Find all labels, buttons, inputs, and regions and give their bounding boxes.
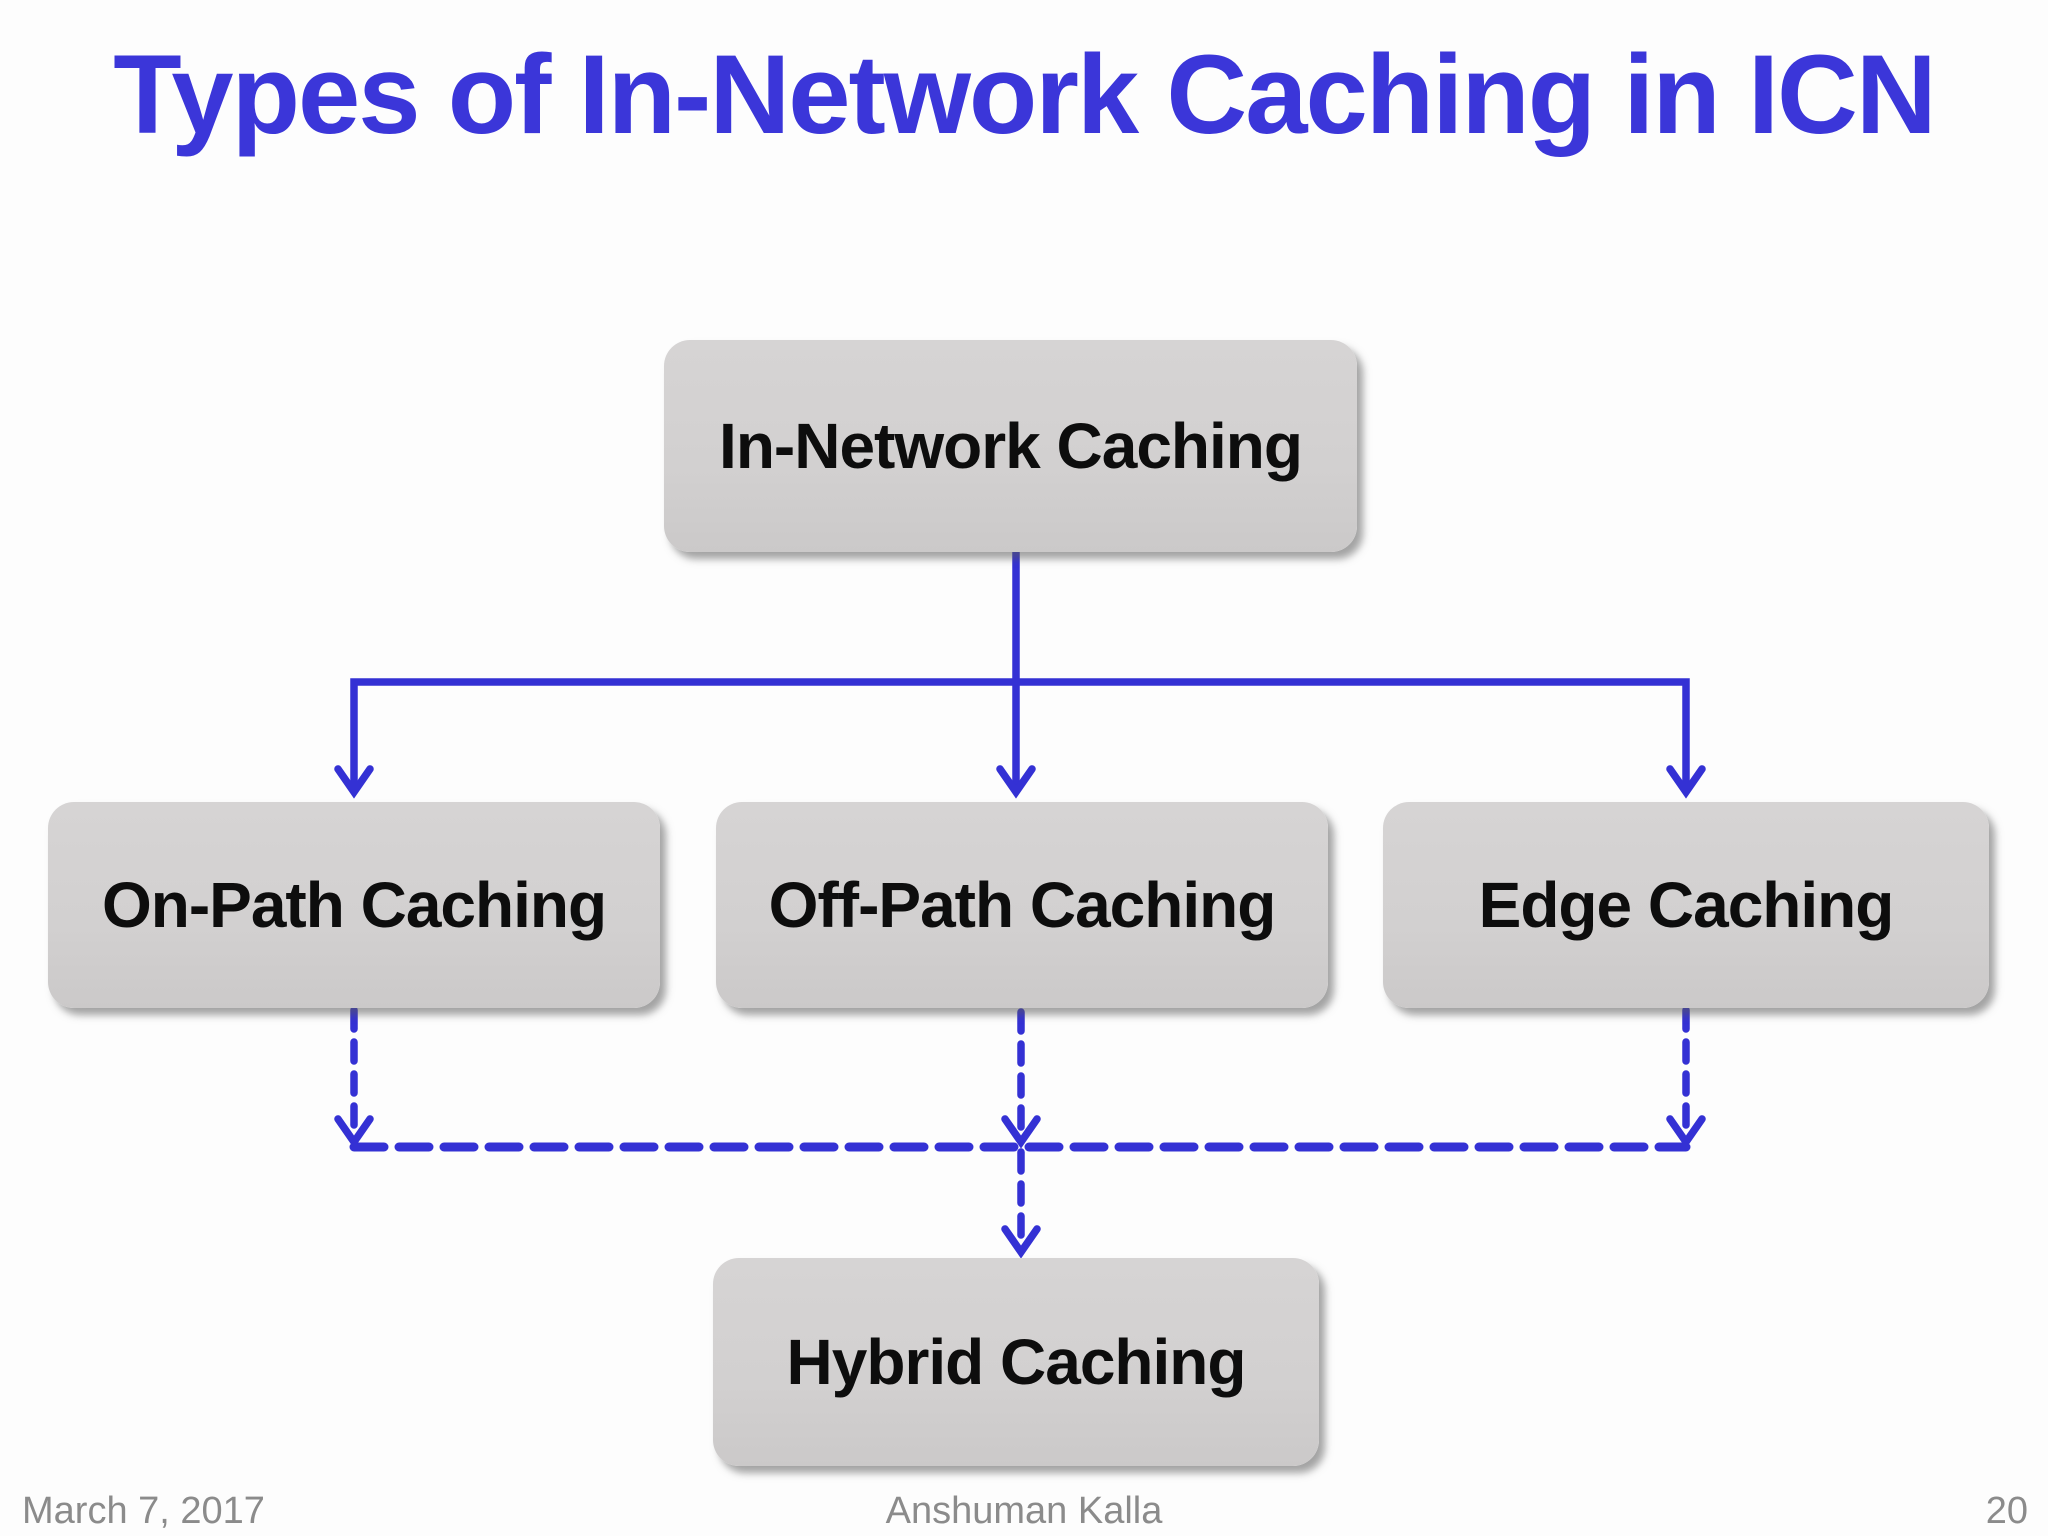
node-off-path-caching-label: Off-Path Caching (768, 869, 1277, 941)
arrowhead-edge (1666, 765, 1706, 799)
arrow-branch-bracket (350, 678, 1690, 790)
node-in-network-caching: In-Network Caching (664, 340, 1357, 552)
dashed-arrowhead-offpath (1001, 1115, 1041, 1149)
arrowhead-onpath (334, 765, 374, 799)
node-on-path-caching: On-Path Caching (48, 802, 660, 1008)
node-hybrid-caching-label: Hybrid Caching (786, 1326, 1247, 1398)
dashed-arrowhead-edge (1666, 1115, 1706, 1149)
footer-author: Anshuman Kalla (885, 1490, 1163, 1532)
node-in-network-caching-label: In-Network Caching (719, 410, 1303, 482)
footer-date: March 7, 2017 (22, 1490, 265, 1532)
node-off-path-caching: Off-Path Caching (716, 802, 1328, 1008)
node-hybrid-caching: Hybrid Caching (713, 1258, 1319, 1466)
node-edge-caching: Edge Caching (1383, 802, 1989, 1008)
slide-title: Types of In-Network Caching in ICN (113, 32, 1937, 157)
node-on-path-caching-label: On-Path Caching (101, 869, 607, 941)
dashed-arrowhead-hybrid (1001, 1225, 1041, 1259)
dashed-arrowhead-onpath (334, 1115, 374, 1149)
arrowhead-offpath (996, 765, 1036, 799)
node-edge-caching-label: Edge Caching (1478, 869, 1895, 941)
footer-page-number: 20 (1985, 1490, 2028, 1532)
